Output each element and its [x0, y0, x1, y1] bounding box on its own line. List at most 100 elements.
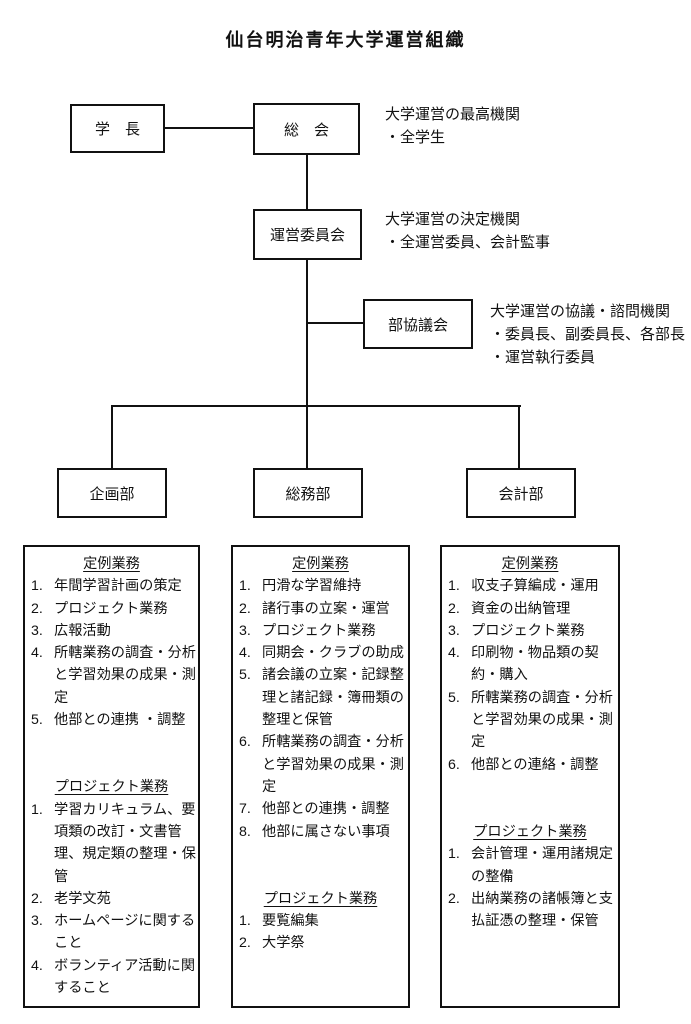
item-text: ボランティア活動に関 すること [54, 957, 196, 997]
item-number: 2. [239, 935, 251, 952]
section-heading: 定例業務 [25, 553, 198, 575]
item-number: 5. [239, 667, 251, 684]
list-item: 8. 他部に属さない事項 [233, 821, 408, 843]
list-item: 4.ボランティア活動に関 すること [25, 955, 198, 1000]
accounting-dept-details: 定例業務 1.収支子算編成・運用 2.資金の出納管理 3.プロジェクト業務 4.… [440, 545, 620, 1008]
item-text: 他部との連絡・調整 [471, 756, 599, 773]
accounting-dept-label: 会計部 [498, 485, 544, 503]
item-number: 2. [448, 600, 460, 617]
item-number: 7. [239, 801, 251, 818]
general-assembly-note: 大学運営の最高機関 ・全学生 [385, 106, 521, 146]
list-item: 5.他部との連携 ・調整 [25, 709, 198, 731]
list-item: 1. 学習カリキュラム、要 項類の改訂・文書管 理、規定類の整理・保 管 [25, 799, 198, 888]
department-council-note: 大学運営の協議・諮問機関 ・委員長、副委員長、各部長 ・運営執行委員 [490, 303, 686, 366]
president-label: 学 長 [94, 121, 140, 138]
department-council-box: 部協議会 [363, 299, 473, 349]
list-item: 3.プロジェクト業務 [442, 620, 618, 642]
list-item: 2.老学文苑 [25, 888, 198, 910]
list-item: 3.プロジェクト業務 [233, 620, 408, 642]
connector-council-branch [307, 322, 363, 324]
regular-duties-section: 定例業務 1.年間学習計画の策定 2. プロジェクト業務 3.広報活動 4.所轄業… [25, 553, 198, 731]
general-assembly-label: 総 会 [283, 121, 329, 139]
item-text: 会計管理・運用諸規定 の整備 [471, 846, 613, 885]
item-number: 1. [448, 578, 460, 595]
item-number: 1. [239, 578, 251, 595]
item-text: 大学祭 [262, 935, 305, 952]
list-item: 4.所轄業務の調査・分析 と学習効果の成果・測 定 [25, 642, 198, 709]
list-item: 2. 大学祭 [233, 932, 408, 954]
list-item: 1.要覧編集 [233, 910, 408, 932]
list-item: 5.所轄業務の調査・分析 と学習効果の成果・測 定 [442, 687, 618, 754]
project-duties-section: プロジェクト業務 1.要覧編集 2. 大学祭 [233, 888, 408, 955]
project-duties-section: プロジェクト業務 1.会計管理・運用諸規定 の整備 2.出納業務の諸帳簿と支 払… [442, 821, 618, 932]
section-heading-text: プロジェクト業務 [54, 779, 169, 796]
regular-duties-section: 定例業務 1.収支子算編成・運用 2.資金の出納管理 3.プロジェクト業務 4.… [442, 553, 618, 776]
section-heading: プロジェクト業務 [442, 821, 618, 843]
list-item: 7. 他部との連携・調整 [233, 798, 408, 820]
list-item: 1. 円滑な学習維持 [233, 575, 408, 597]
section-heading-text: プロジェクト業務 [263, 890, 378, 907]
connector-president-assembly [165, 127, 253, 129]
project-duties-section: プロジェクト業務 1. 学習カリキュラム、要 項類の改訂・文書管 理、規定類の整理… [25, 776, 198, 999]
list-item: 2.出納業務の諸帳簿と支 払証憑の整理・保管 [442, 888, 618, 933]
planning-dept-details: 定例業務 1.年間学習計画の策定 2.プロジェクト業務 3.広報活動 4.所轄業… [23, 545, 200, 1008]
item-number: 4. [239, 645, 251, 662]
item-text: 他部に属さない事項 [262, 823, 390, 840]
item-text: 広報活動 [54, 622, 111, 639]
connector-distributor [111, 405, 521, 407]
item-text: 学習カリキュラム、要 項類の改訂・文書管 理、規定類の整理・保 管 [54, 801, 196, 885]
list-item: 3.広報活動 [25, 620, 198, 642]
section-heading-text: プロジェクト業務 [473, 823, 587, 840]
item-text: プロジェクト業務 [54, 600, 168, 617]
item-text: 諸会議の立案・記録整 理と諸記録・簿冊類の 整理と保管 [262, 667, 404, 729]
general-affairs-dept-box: 総務部 [253, 468, 363, 518]
item-number: 3. [448, 622, 460, 639]
item-text: 所轄業務の調査・分析 と学習効果の成果・測 定 [54, 645, 196, 706]
connector-assembly-committee [306, 154, 308, 209]
item-number: 5. [448, 689, 460, 706]
list-item: 4. 同期会・クラブの助成 [233, 642, 408, 664]
item-number: 1. [239, 913, 251, 930]
item-text: 円滑な学習維持 [262, 578, 362, 595]
steering-committee-note: 大学運営の決定機関 ・全運営委員、会計監事 [385, 211, 551, 251]
accounting-dept-box: 会計部 [466, 468, 576, 518]
item-text: 同期会・クラブの助成 [262, 645, 404, 662]
steering-committee-label: 運営委員会 [269, 227, 345, 244]
item-text: 所轄業務の調査・分析 と学習効果の成果・測 定 [262, 734, 404, 795]
list-item: 2. プロジェクト業務 [25, 598, 198, 620]
connector-committee-trunk [306, 259, 308, 407]
general-assembly-box: 総 会 [253, 103, 360, 155]
steering-committee-box: 運営委員会 [253, 209, 362, 260]
item-number: 5. [31, 712, 43, 729]
item-number: 3. [239, 622, 251, 639]
item-text: 諸行事の立案・運営 [262, 600, 390, 617]
section-heading: 定例業務 [442, 553, 618, 575]
connector-drop-accounting [518, 405, 520, 468]
item-text: 老学文苑 [54, 890, 111, 907]
department-council-label: 部協議会 [387, 316, 448, 334]
planning-dept-box: 企画部 [57, 468, 167, 518]
section-heading-text: 定例業務 [292, 556, 349, 572]
item-number: 6. [239, 734, 251, 751]
general-affairs-dept-details: 定例業務 1.円滑な学習維持 2.諸行事の立案・運営 3.プロジェクト業務 4.… [231, 545, 410, 1008]
item-number: 1. [31, 578, 43, 595]
list-item: 4.印刷物・物品類の契 約・購入 [442, 642, 618, 687]
connector-drop-general-affairs [306, 405, 308, 468]
item-text: ホームページに関する こと [54, 913, 196, 952]
list-item: 3. ホームページに関する こと [25, 910, 198, 955]
item-number: 1. [31, 801, 43, 818]
list-item: 6.他部との連絡・調整 [442, 754, 618, 776]
list-item: 1.会計管理・運用諸規定 の整備 [442, 843, 618, 888]
section-heading: プロジェクト業務 [233, 888, 408, 910]
item-text: 出納業務の諸帳簿と支 払証憑の整理・保管 [471, 890, 613, 930]
president-box: 学 長 [70, 104, 165, 153]
list-item: 5. 諸会議の立案・記録整 理と諸記録・簿冊類の 整理と保管 [233, 664, 408, 731]
item-number: 8. [239, 823, 251, 840]
item-number: 4. [448, 645, 460, 662]
page-title: 仙台明治青年大学運営組織 [225, 30, 466, 50]
item-number: 3. [31, 913, 43, 930]
list-item: 1.年間学習計画の策定 [25, 575, 198, 597]
item-text: 他部との連携・調整 [262, 801, 390, 818]
item-number: 2. [31, 600, 43, 617]
